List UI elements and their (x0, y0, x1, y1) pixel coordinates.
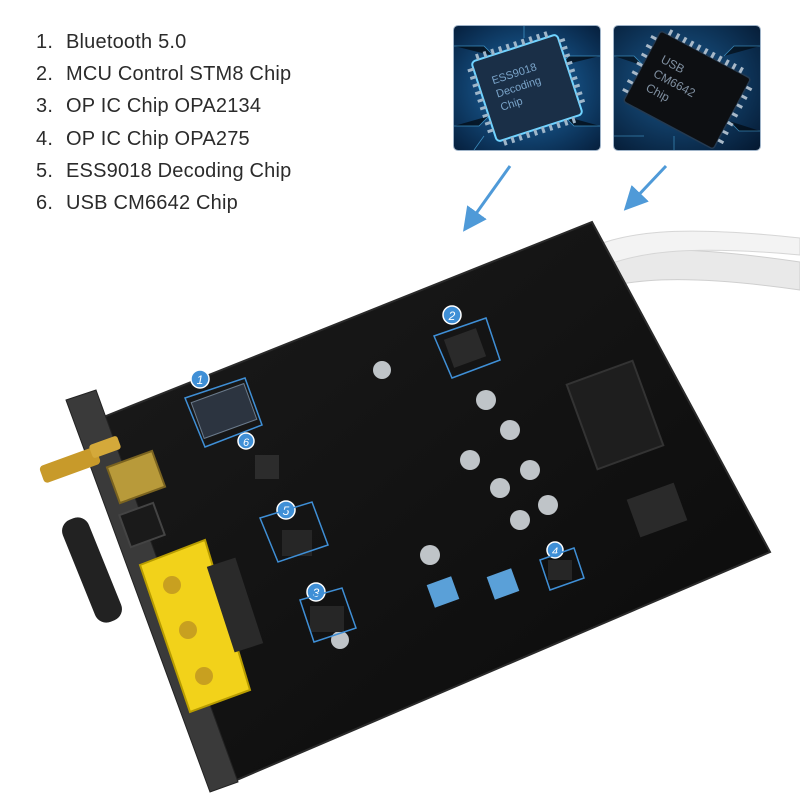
marker-2: 2 (442, 305, 462, 325)
feature-item: 4. OP IC Chip OPA275 (36, 123, 291, 155)
marker-6: 6 (237, 432, 255, 450)
feature-label: OP IC Chip OPA2134 (66, 95, 262, 118)
svg-text:3: 3 (313, 586, 320, 600)
feature-label: ESS9018 Decoding Chip (66, 159, 292, 182)
feature-number: 5. (36, 159, 54, 182)
usb-pointer-arrow (623, 164, 668, 211)
feature-item: 2. MCU Control STM8 Chip (36, 58, 291, 90)
ess9018-chip-image: ESS9018 Decoding Chip (454, 26, 600, 150)
usb-cm6642-chip-inset: USB CM6642 Chip (614, 26, 760, 150)
feature-number: 1. (36, 31, 54, 53)
marker-4: 4 (546, 541, 564, 559)
feature-number: 6. (36, 192, 54, 215)
svg-text:5: 5 (283, 504, 290, 518)
usb-port (105, 449, 167, 505)
optical-port (117, 501, 167, 549)
usb-cm6642-chip-image: USB CM6642 Chip (614, 26, 760, 150)
svg-text:1: 1 (197, 373, 204, 387)
feature-label: MCU Control STM8 Chip (66, 63, 292, 86)
chip-highlights (184, 317, 585, 643)
components (190, 328, 688, 649)
feature-number: 4. (36, 127, 54, 150)
marker-1: 1 (190, 369, 210, 389)
ess9018-chip-inset: ESS9018 Decoding Chip (454, 26, 600, 150)
svg-text:4: 4 (552, 546, 558, 558)
feature-item: 6. USB CM6642 Chip (36, 187, 291, 219)
svg-text:6: 6 (243, 437, 250, 449)
feature-label: Bluetooth 5.0 (66, 31, 187, 53)
headphone-jack (565, 359, 665, 471)
feature-label: OP IC Chip OPA275 (66, 127, 250, 150)
feature-item: 3. OP IC Chip OPA2134 (36, 90, 291, 122)
bluetooth-antenna (39, 436, 122, 623)
ess-pointer-arrow (463, 165, 512, 232)
feature-number: 3. (36, 95, 54, 118)
rca-jacks (138, 538, 264, 714)
feature-label: USB CM6642 Chip (66, 192, 238, 215)
feature-item: 1. Bluetooth 5.0 (36, 26, 291, 58)
feature-item: 5. ESS9018 Decoding Chip (36, 155, 291, 187)
svg-text:2: 2 (448, 309, 456, 323)
feature-number: 2. (36, 63, 54, 86)
marker-3: 3 (306, 582, 326, 602)
ribbon-cable-top (574, 230, 800, 276)
feature-list: 1.Bluetooth 5.0 2.MCU Control STM8 Chip … (36, 26, 291, 219)
